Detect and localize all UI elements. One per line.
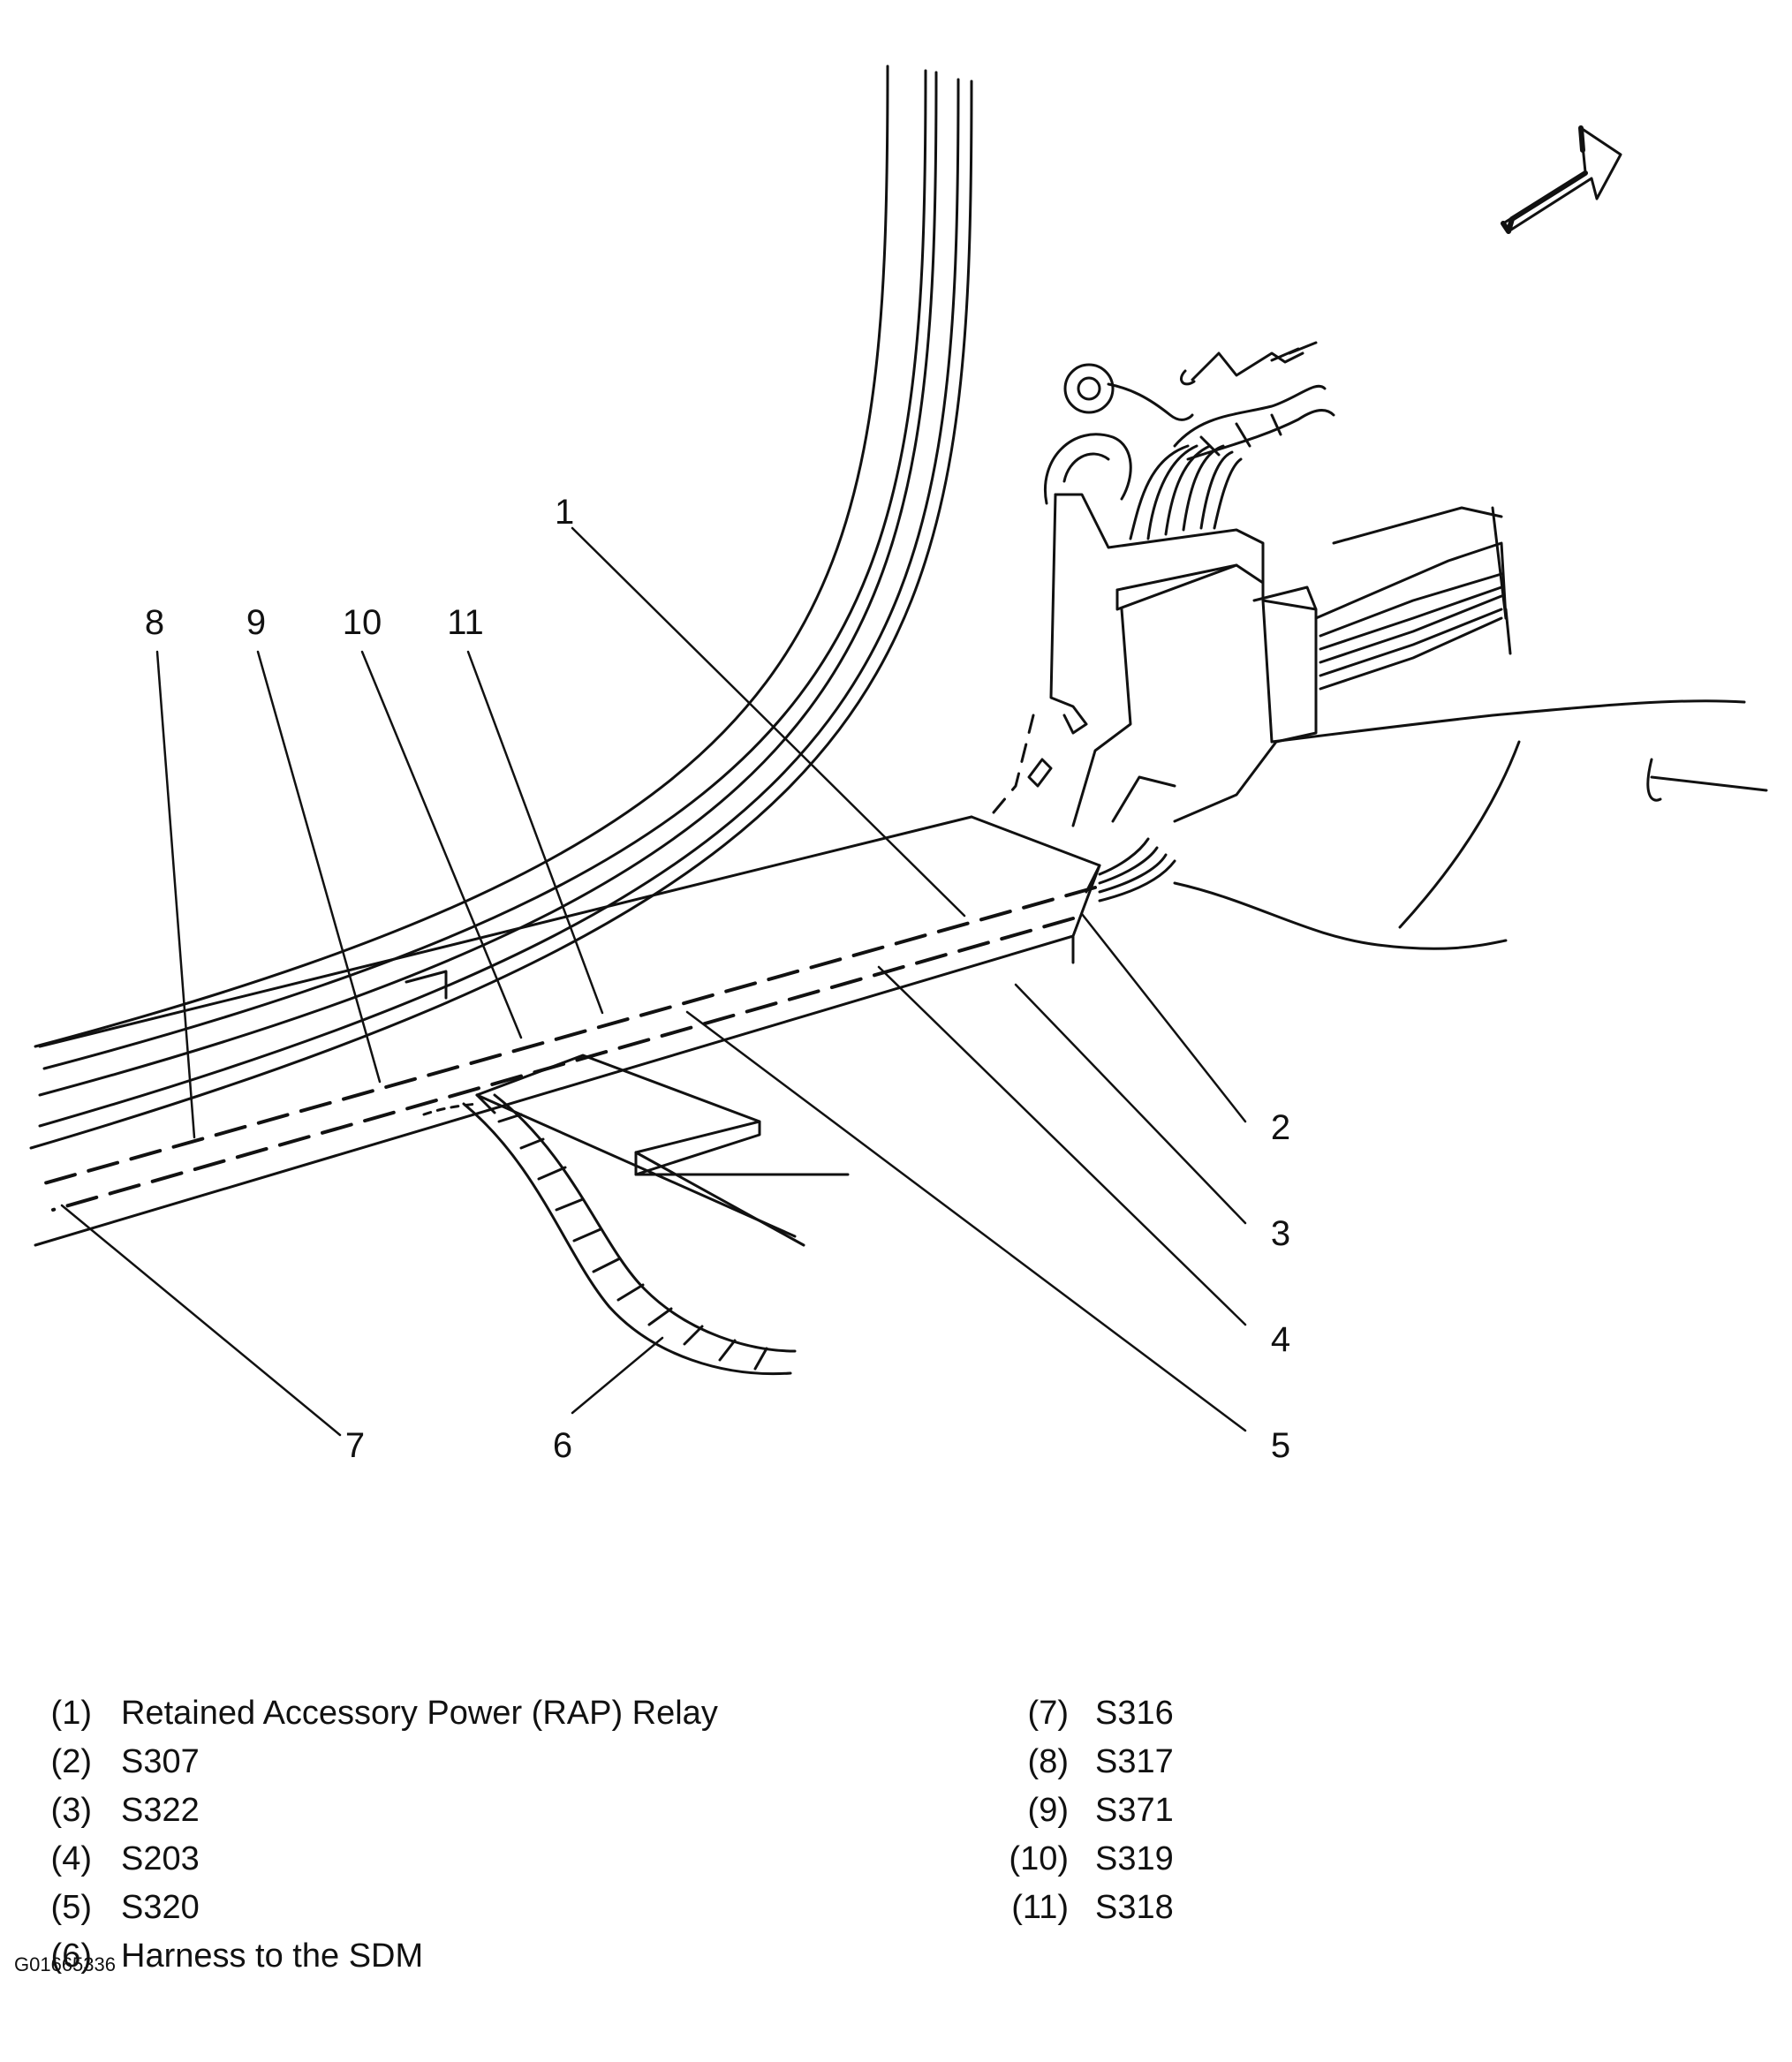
legend-item-label: Retained Accessory Power (RAP) Relay xyxy=(121,1695,718,1732)
legend-item-number: (6) xyxy=(50,1937,92,1975)
floor-outline xyxy=(1098,608,1768,950)
legend-item-number: (9) xyxy=(1027,1792,1069,1829)
leader-9 xyxy=(256,650,382,1084)
door-pillar xyxy=(29,64,973,1150)
wiring-location-drawing: 1 2 3 4 5 6 7 8 9 10 11 xyxy=(29,64,1768,1465)
leader-11 xyxy=(466,650,604,1015)
legend-item-label: S317 xyxy=(1095,1743,1174,1780)
forward-arrow-icon xyxy=(1501,125,1622,234)
legend-item-number: (4) xyxy=(50,1840,92,1877)
figure-id: G01665336 xyxy=(14,1953,116,1975)
leader-5 xyxy=(685,1010,1247,1432)
legend-item-label: S203 xyxy=(121,1840,200,1877)
callout-7: 7 xyxy=(345,1426,365,1465)
legend-item-number: (7) xyxy=(1027,1695,1069,1732)
legend-item-number: (2) xyxy=(50,1743,92,1780)
callout-9: 9 xyxy=(246,603,266,642)
floor-bracket xyxy=(475,1054,850,1247)
legend-item-number: (8) xyxy=(1027,1743,1069,1780)
legend-item-number: (10) xyxy=(1009,1840,1069,1877)
legend-item-label: S320 xyxy=(121,1889,200,1926)
callout-numbers: 1 2 3 4 5 6 7 8 9 10 11 xyxy=(145,493,1290,1465)
leader-1 xyxy=(571,526,966,918)
leader-4 xyxy=(877,965,1247,1326)
callout-2: 2 xyxy=(1271,1108,1290,1147)
leader-3 xyxy=(1014,983,1247,1225)
legend-item-label: S371 xyxy=(1095,1792,1174,1829)
callout-8: 8 xyxy=(145,603,164,642)
legend-item-label: S322 xyxy=(121,1792,200,1829)
legend-item-number: (1) xyxy=(50,1695,92,1732)
legend-item-label: S307 xyxy=(121,1743,200,1780)
legend-item-number: (11) xyxy=(1011,1889,1069,1926)
side-connector xyxy=(1252,506,1508,691)
callout-6: 6 xyxy=(553,1426,572,1465)
callout-10: 10 xyxy=(343,603,382,642)
legend-item-number: (5) xyxy=(50,1889,92,1926)
callout-1: 1 xyxy=(555,493,574,532)
leader-7 xyxy=(60,1204,342,1437)
sill-beam xyxy=(34,815,1101,1247)
sdm-harness-cable xyxy=(422,1093,797,1376)
leader-10 xyxy=(360,650,523,1039)
callout-3: 3 xyxy=(1271,1214,1290,1253)
rap-relay-assembly xyxy=(992,341,1335,827)
ground-terminal-icon xyxy=(1063,363,1194,421)
leader-lines xyxy=(60,526,1247,1437)
legend-item-label: Harness to the SDM xyxy=(121,1937,424,1975)
callout-11: 11 xyxy=(447,603,484,642)
legend-item-label: S316 xyxy=(1095,1695,1174,1732)
leader-8 xyxy=(155,650,196,1139)
callout-5: 5 xyxy=(1271,1426,1290,1465)
callout-4: 4 xyxy=(1271,1320,1290,1359)
legend-item-label: S319 xyxy=(1095,1840,1174,1877)
legend-item-number: (3) xyxy=(50,1792,92,1829)
legend-item-label: S318 xyxy=(1095,1889,1174,1926)
leader-2 xyxy=(1080,912,1247,1123)
leader-6 xyxy=(571,1336,664,1415)
